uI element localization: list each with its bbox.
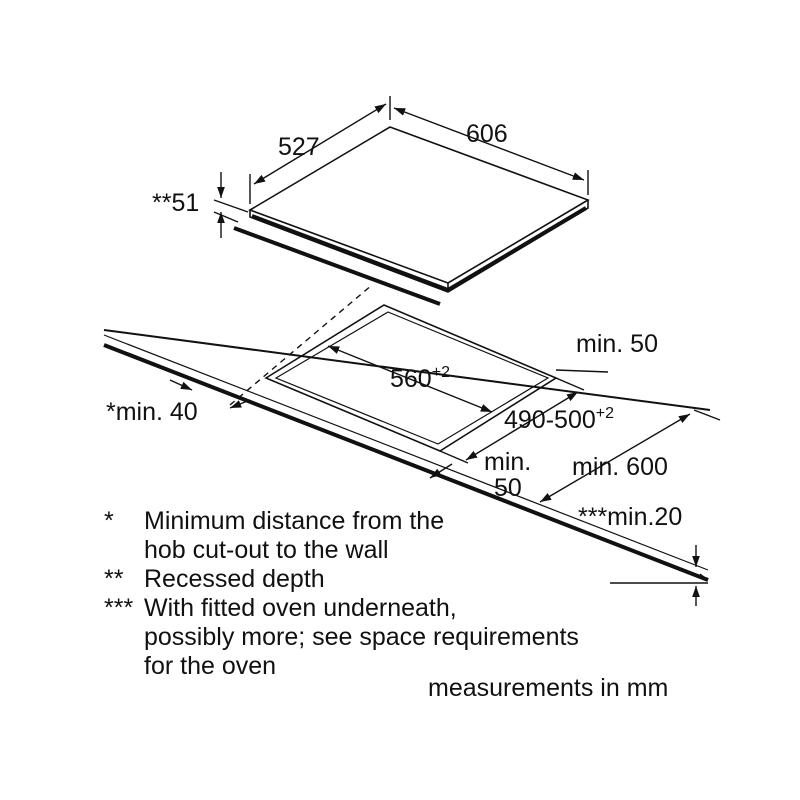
dimension-oven-gap: [610, 545, 708, 606]
label-cutout-width: 560+2: [390, 364, 450, 393]
note-3-line-3: for the oven: [144, 652, 277, 680]
label-recessed-depth: **51: [152, 189, 199, 217]
label-hob-depth: 527: [278, 133, 320, 161]
note-3-line-1: With fitted oven underneath,: [144, 594, 457, 622]
note-1-line-2: hob cut-out to the wall: [144, 536, 389, 564]
label-cutout-depth: 490-500+2: [504, 405, 614, 434]
dimension-rear-min: [555, 369, 609, 373]
dimension-hob-width: [393, 107, 589, 195]
units-note: measurements in mm: [428, 674, 669, 702]
note-1-mark: *: [104, 507, 114, 535]
dimension-cutout-depth: [439, 377, 585, 464]
label-worktop-depth: min. 600: [572, 453, 668, 481]
cutout-depth-tolerance: +2: [596, 405, 614, 422]
dimension-front-min: [429, 463, 453, 479]
dimension-cutout-width: [327, 345, 493, 413]
dimension-recessed-depth: [213, 172, 249, 238]
note-3-mark: ***: [104, 594, 134, 622]
cutout-depth-value: 490-500: [504, 406, 596, 434]
dimension-wall-distance: [169, 379, 251, 409]
cutout-width-tolerance: +2: [432, 364, 450, 381]
cutout-width-value: 560: [390, 365, 432, 393]
note-3-line-2: possibly more; see space requirements: [144, 623, 579, 651]
label-rear-min: min. 50: [576, 330, 658, 358]
dimension-worktop-depth: [539, 409, 721, 503]
worktop-back-edge: [233, 226, 441, 306]
alignment-dashed-line: [229, 284, 373, 406]
label-oven-gap: ***min.20: [578, 503, 682, 531]
note-2-line-1: Recessed depth: [144, 565, 325, 593]
worktop-front-edge: [103, 334, 709, 582]
note-2-mark: **: [104, 565, 124, 593]
note-1-line-1: Minimum distance from the: [144, 507, 445, 535]
label-hob-width: 606: [466, 120, 508, 148]
dimension-hob-depth: [249, 96, 391, 204]
label-wall-distance: *min. 40: [106, 398, 198, 426]
label-front-min-line2: 50: [494, 474, 522, 502]
label-front-min-line1: min.: [484, 448, 531, 476]
